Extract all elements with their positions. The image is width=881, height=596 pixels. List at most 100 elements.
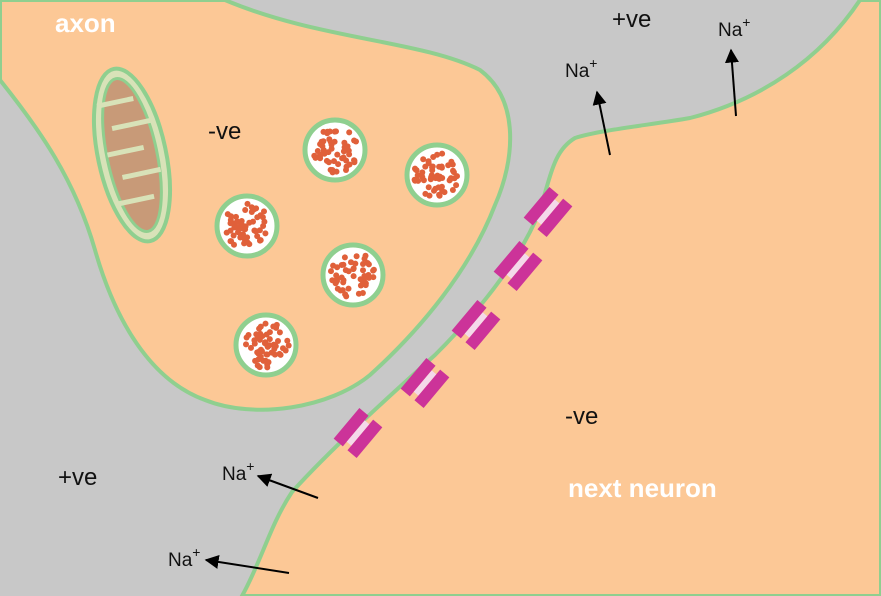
neurotransmitter-dot	[259, 348, 265, 355]
neurotransmitter-dot	[257, 237, 264, 244]
neurotransmitter-dot	[233, 213, 239, 220]
neurotransmitter-dot	[345, 147, 352, 154]
neurotransmitter-dot	[353, 253, 360, 260]
neurotransmitter-dot	[227, 220, 234, 227]
axon-charge-label: -ve	[208, 118, 241, 145]
neurotransmitter-dot	[428, 174, 435, 181]
neurotransmitter-dot	[244, 234, 251, 241]
neurotransmitter-dot	[276, 329, 283, 336]
neurotransmitter-dot	[420, 177, 427, 184]
neurotransmitter-dot	[342, 267, 349, 274]
ion-arrow-4	[204, 555, 290, 574]
neurotransmitter-dot	[242, 207, 249, 213]
synaptic-vesicle	[404, 142, 470, 208]
neurotransmitter-dot	[259, 333, 266, 340]
neurotransmitter-dot	[228, 213, 234, 220]
neurotransmitter-dot	[254, 233, 261, 240]
neurotransmitter-dot	[359, 290, 366, 296]
neurotransmitter-dot	[335, 161, 342, 168]
neurotransmitter-dot	[243, 341, 249, 348]
neurotransmitter-dot	[453, 182, 460, 189]
neurotransmitter-dot	[425, 184, 432, 191]
neurotransmitter-dot	[434, 151, 441, 158]
neurotransmitter-dot	[341, 139, 348, 146]
neurotransmitter-dot	[263, 341, 270, 348]
neurotransmitter-dot	[334, 264, 341, 271]
receptor-channel	[451, 300, 501, 350]
neurotransmitter-dot	[284, 337, 291, 344]
neurotransmitter-dot	[266, 336, 273, 343]
neurotransmitter-dot	[345, 285, 352, 292]
neurotransmitter-dot	[254, 362, 261, 369]
receptor-channels	[333, 187, 573, 458]
neurotransmitter-dot	[370, 267, 377, 274]
neurotransmitter-dot	[254, 214, 261, 221]
neurotransmitter-dot	[365, 261, 372, 268]
neurotransmitter-dot	[331, 128, 338, 135]
next-neuron-label: next neuron	[568, 473, 717, 503]
neurotransmitter-dot	[317, 151, 324, 158]
neurotransmitter-dot	[320, 128, 327, 135]
neurotransmitter-dot	[260, 223, 267, 229]
neurotransmitter-dot	[331, 158, 337, 165]
neurotransmitter-dot	[338, 262, 345, 268]
neurotransmitter-dot	[340, 148, 347, 155]
neurotransmitter-dot	[237, 223, 243, 230]
outside-charge-label-top: +ve	[612, 6, 651, 33]
neurotransmitter-dot	[270, 341, 277, 348]
ion-arrow-2	[724, 48, 739, 117]
synaptic-vesicle	[320, 242, 386, 308]
neurotransmitter-dot	[282, 347, 289, 354]
neurotransmitter-dot	[261, 208, 267, 215]
neurotransmitter-dot	[260, 357, 267, 364]
neurotransmitter-dot	[277, 351, 284, 358]
neurotransmitter-dot	[328, 145, 335, 152]
neurotransmitter-dot	[255, 356, 262, 363]
neurotransmitter-dot	[432, 185, 439, 192]
synaptic-vesicle	[302, 117, 368, 183]
neurotransmitter-dot	[350, 273, 357, 280]
neurotransmitter-dot	[438, 163, 445, 170]
neurotransmitter-dot	[256, 325, 263, 332]
neurotransmitter-dot	[334, 285, 341, 292]
neurotransmitter-dot	[243, 334, 250, 341]
neurotransmitter-dot	[318, 138, 325, 145]
sodium-ion-label-1: Na+	[565, 55, 597, 82]
sodium-ion-label-4: Na+	[168, 544, 200, 571]
neurotransmitter-dot	[422, 163, 429, 170]
neurotransmitter-dot	[275, 338, 281, 344]
neurotransmitter-dot	[271, 346, 278, 352]
neurotransmitter-dot	[251, 337, 258, 344]
neurotransmitter-dot	[348, 259, 354, 266]
neurotransmitter-dot	[439, 150, 446, 157]
mitochondrion	[92, 66, 172, 244]
neurotransmitter-dot	[231, 241, 237, 248]
neurotransmitter-dot	[328, 268, 334, 275]
neurotransmitter-dot	[448, 175, 454, 182]
neurotransmitter-dot	[223, 229, 230, 236]
neurotransmitter-dot	[448, 158, 455, 165]
neurotransmitter-dot	[234, 218, 241, 225]
neurotransmitter-dot	[412, 165, 418, 172]
outside-charge-label-left: +ve	[58, 464, 97, 491]
ion-arrow-1	[592, 90, 611, 156]
sodium-ion-label-3: Na+	[222, 458, 254, 485]
neurotransmitter-dot	[326, 128, 333, 135]
neurotransmitter-dot	[251, 227, 258, 234]
neurotransmitter-dot	[339, 287, 346, 294]
neurotransmitter-dot	[362, 280, 369, 287]
receptor-channel	[400, 358, 450, 408]
receptor-channel	[493, 241, 543, 291]
neurotransmitter-dot	[351, 137, 358, 144]
neurotransmitter-dot	[340, 279, 347, 286]
ion-arrow-3	[256, 473, 319, 499]
neurotransmitter-dot	[251, 206, 258, 213]
synaptic-vesicle	[214, 193, 280, 259]
neurotransmitter-dot	[350, 265, 357, 272]
neurotransmitter-dot	[361, 255, 368, 262]
neurotransmitter-dot	[262, 230, 269, 237]
next-neuron-body	[239, 0, 881, 596]
neurotransmitter-dot	[246, 219, 253, 226]
neurotransmitter-dot	[244, 200, 251, 207]
neurotransmitter-dot	[244, 239, 251, 246]
